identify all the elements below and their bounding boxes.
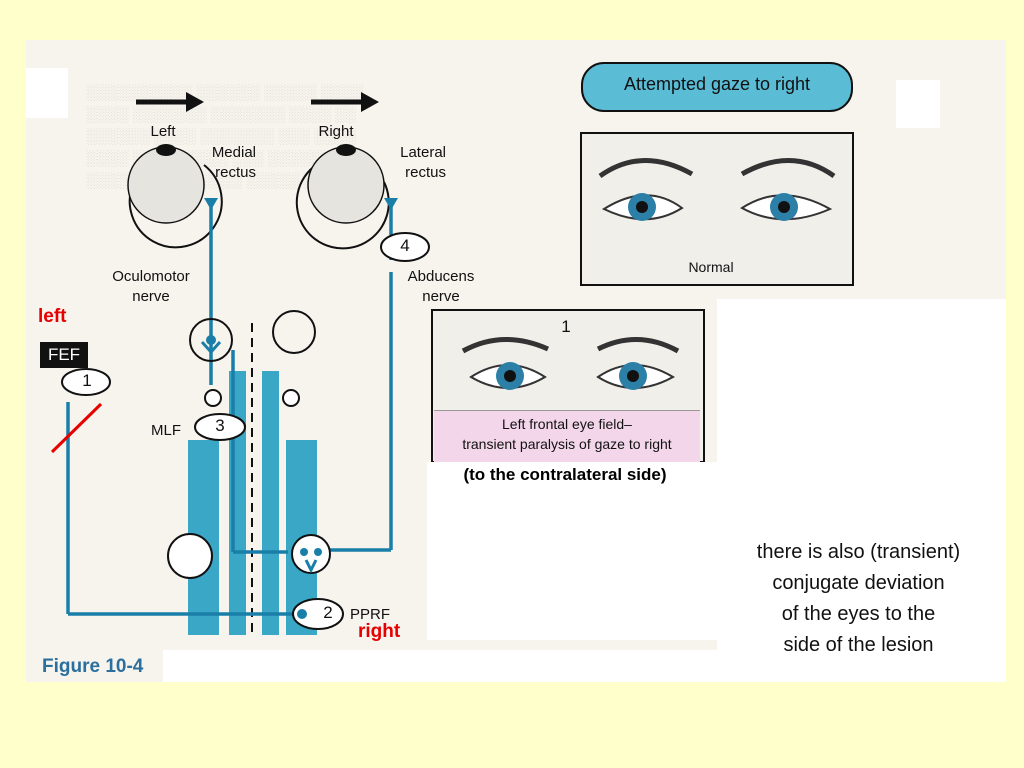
oculomotor-nucleus [189, 318, 233, 362]
arrow-icon [136, 92, 204, 112]
lateral-rectus-label: Lateral rectus [400, 144, 446, 181]
attempted-gaze-text: Attempted gaze to right [623, 74, 811, 94]
figure-label: Figure 10-4 [42, 656, 144, 677]
num-3: 3 [215, 416, 225, 435]
right-eye-label: Right [318, 123, 354, 140]
right-eyeball [295, 144, 390, 250]
contralateral-text: (to the contralateral side) [463, 465, 667, 484]
pathway-diagram [50, 92, 430, 638]
arrow-icon [311, 92, 379, 112]
nerve-end-icon [204, 198, 218, 210]
oculomotor-nerve-label: Oculomotor nerve [112, 268, 190, 305]
pprf-label: PPRF [350, 606, 391, 623]
num-2: 2 [323, 603, 333, 622]
lesion-note: there is also (transient) conjugate devi… [756, 541, 961, 656]
attempted-gaze-banner [581, 62, 853, 112]
num-4: 4 [400, 236, 410, 255]
panel1-eyes-illustration [461, 337, 680, 390]
medial-rectus-label: Medial rectus [211, 144, 256, 181]
white-box [896, 80, 940, 128]
normal-eyes-illustration [598, 158, 836, 221]
panel1-caption: Left frontal eye field– transient paraly… [434, 410, 700, 462]
left-eye-label: Left [150, 123, 176, 140]
brainstem-bar [262, 371, 279, 635]
left-annotation: left [38, 306, 67, 327]
panel1-number: 1 [561, 317, 571, 336]
small-nucleus [204, 389, 222, 407]
lesion-mark [50, 402, 103, 454]
label-oval-3 [194, 413, 246, 441]
abducens-nerve-label: Abducens nerve [407, 268, 475, 305]
caption-cover [163, 650, 783, 682]
small-nucleus [282, 389, 300, 407]
mlf-label: MLF [151, 422, 181, 439]
normal-eyes-photo [580, 132, 854, 286]
note-box [717, 299, 1006, 682]
right-annotation: right [358, 621, 401, 642]
contralateral-box [427, 462, 717, 640]
fef-label: FEF [40, 342, 88, 368]
normal-label: Normal [688, 259, 734, 275]
nerve-end-icon [384, 198, 398, 210]
label-oval-4 [380, 232, 430, 262]
white-box [26, 68, 68, 118]
left-eyeball [127, 144, 223, 249]
num-1: 1 [82, 371, 92, 390]
label-oval-2 [292, 598, 344, 630]
left-abducens-nucleus [167, 533, 213, 579]
right-oculomotor-nucleus [272, 310, 316, 354]
label-oval-1 [61, 368, 111, 396]
